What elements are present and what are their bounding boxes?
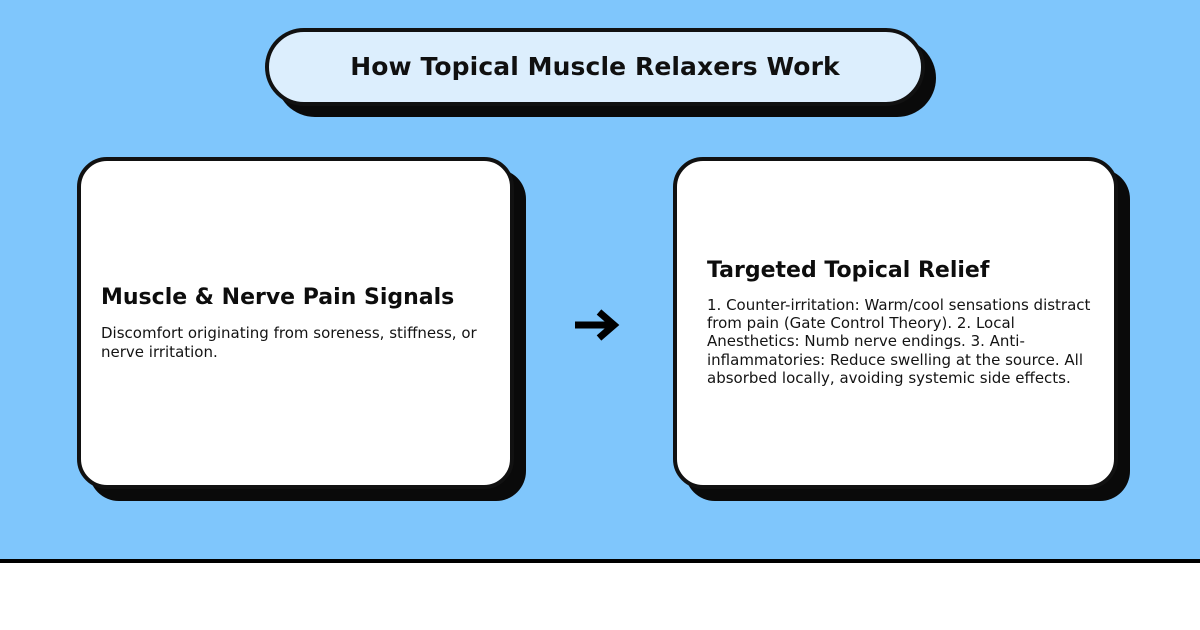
step-card-1-title: Muscle & Nerve Pain Signals (101, 284, 455, 310)
footer-strip (0, 563, 1200, 630)
arrow-right-icon (560, 296, 638, 354)
title-banner: How Topical Muscle Relaxers Work (265, 28, 925, 106)
step-card-1-body: Discomfort originating from soreness, st… (101, 324, 477, 361)
page-title: How Topical Muscle Relaxers Work (350, 52, 840, 81)
step-card-1: Muscle & Nerve Pain Signals Discomfort o… (77, 157, 514, 489)
step-card-2-body: 1. Counter-irritation: Warm/cool sensati… (707, 295, 1091, 388)
step-card-2: Targeted Topical Relief 1. Counter-irrit… (673, 157, 1118, 489)
step-card-2-title: Targeted Topical Relief (707, 258, 990, 284)
